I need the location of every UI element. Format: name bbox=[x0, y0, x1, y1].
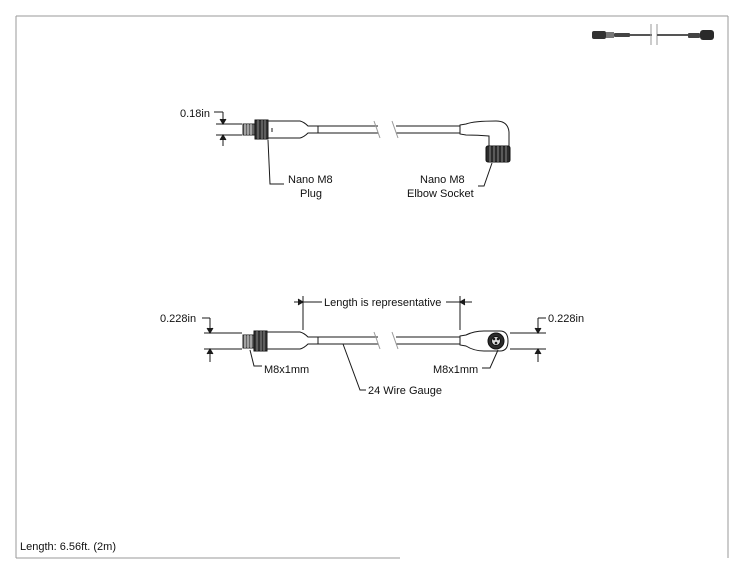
wire-gauge-label: 24 Wire Gauge bbox=[368, 385, 442, 397]
socket-label-line2: Elbow Socket bbox=[407, 188, 474, 200]
side-socket-dimension bbox=[510, 317, 546, 362]
length-note: Length is representative bbox=[324, 297, 441, 309]
side-socket-dim-label: 0.228in bbox=[548, 313, 584, 325]
side-plug-dim-label: 0.228in bbox=[160, 313, 196, 325]
plug-body bbox=[267, 120, 319, 139]
thread-plug-label: M8x1mm bbox=[264, 364, 309, 376]
top-view-drawing bbox=[242, 119, 511, 163]
plug-label-line2: Plug bbox=[300, 188, 322, 200]
side-plug-dimension bbox=[202, 317, 242, 362]
footer-length: Length: 6.56ft. (2m) bbox=[20, 541, 116, 553]
side-view-leaders bbox=[249, 343, 499, 391]
top-plug-dimension bbox=[214, 111, 242, 146]
elbow-socket-body bbox=[459, 120, 510, 147]
thread-socket-label: M8x1mm bbox=[433, 364, 478, 376]
plug-label-line1: Nano M8 bbox=[288, 174, 333, 186]
top-plug-dim-label: 0.18in bbox=[180, 108, 210, 120]
side-view-drawing bbox=[242, 296, 509, 352]
cable-thumbnail-icon bbox=[592, 24, 714, 45]
sheet-border bbox=[15, 15, 729, 559]
socket-label-line1: Nano M8 bbox=[420, 174, 465, 186]
top-view-leaders bbox=[267, 139, 493, 187]
